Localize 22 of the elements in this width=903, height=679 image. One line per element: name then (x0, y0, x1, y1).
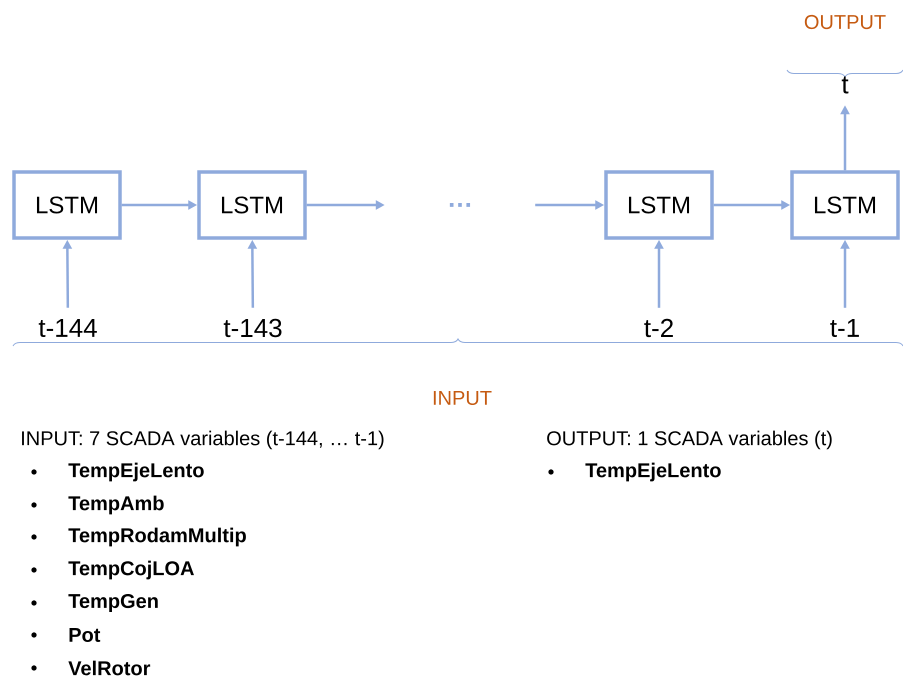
time-label: t-144 (38, 318, 97, 338)
list-item: Pot (70, 628, 100, 642)
time-label: t-143 (224, 318, 282, 338)
list-item: TempCojLOA (68, 560, 194, 580)
list-item: TempRodamMultip (68, 528, 246, 546)
list-item: TempAmb (68, 496, 164, 514)
ellipsis: … (450, 203, 470, 207)
list-heading: INPUT: 7 SCADA variables (t-144, … t-1) (22, 430, 384, 450)
lstm-box: LSTM (790, 170, 900, 240)
time-label: t (842, 76, 848, 94)
list-heading: OUTPUT: 1 SCADA variables (t) (547, 430, 832, 450)
lstm-box: LSTM (604, 170, 714, 240)
list-item: TempEjeLento (68, 462, 204, 482)
list-item: TempGen (68, 594, 158, 612)
section-label: INPUT (434, 391, 492, 405)
time-label: t-1 (830, 318, 859, 338)
time-label: t-2 (644, 318, 673, 338)
lstm-box: LSTM (12, 170, 122, 240)
list-item: VelRotor (68, 660, 150, 676)
section-label: OUTPUT (804, 14, 886, 30)
lstm-box: LSTM (197, 170, 307, 240)
list-item: TempEjeLento (585, 462, 721, 482)
